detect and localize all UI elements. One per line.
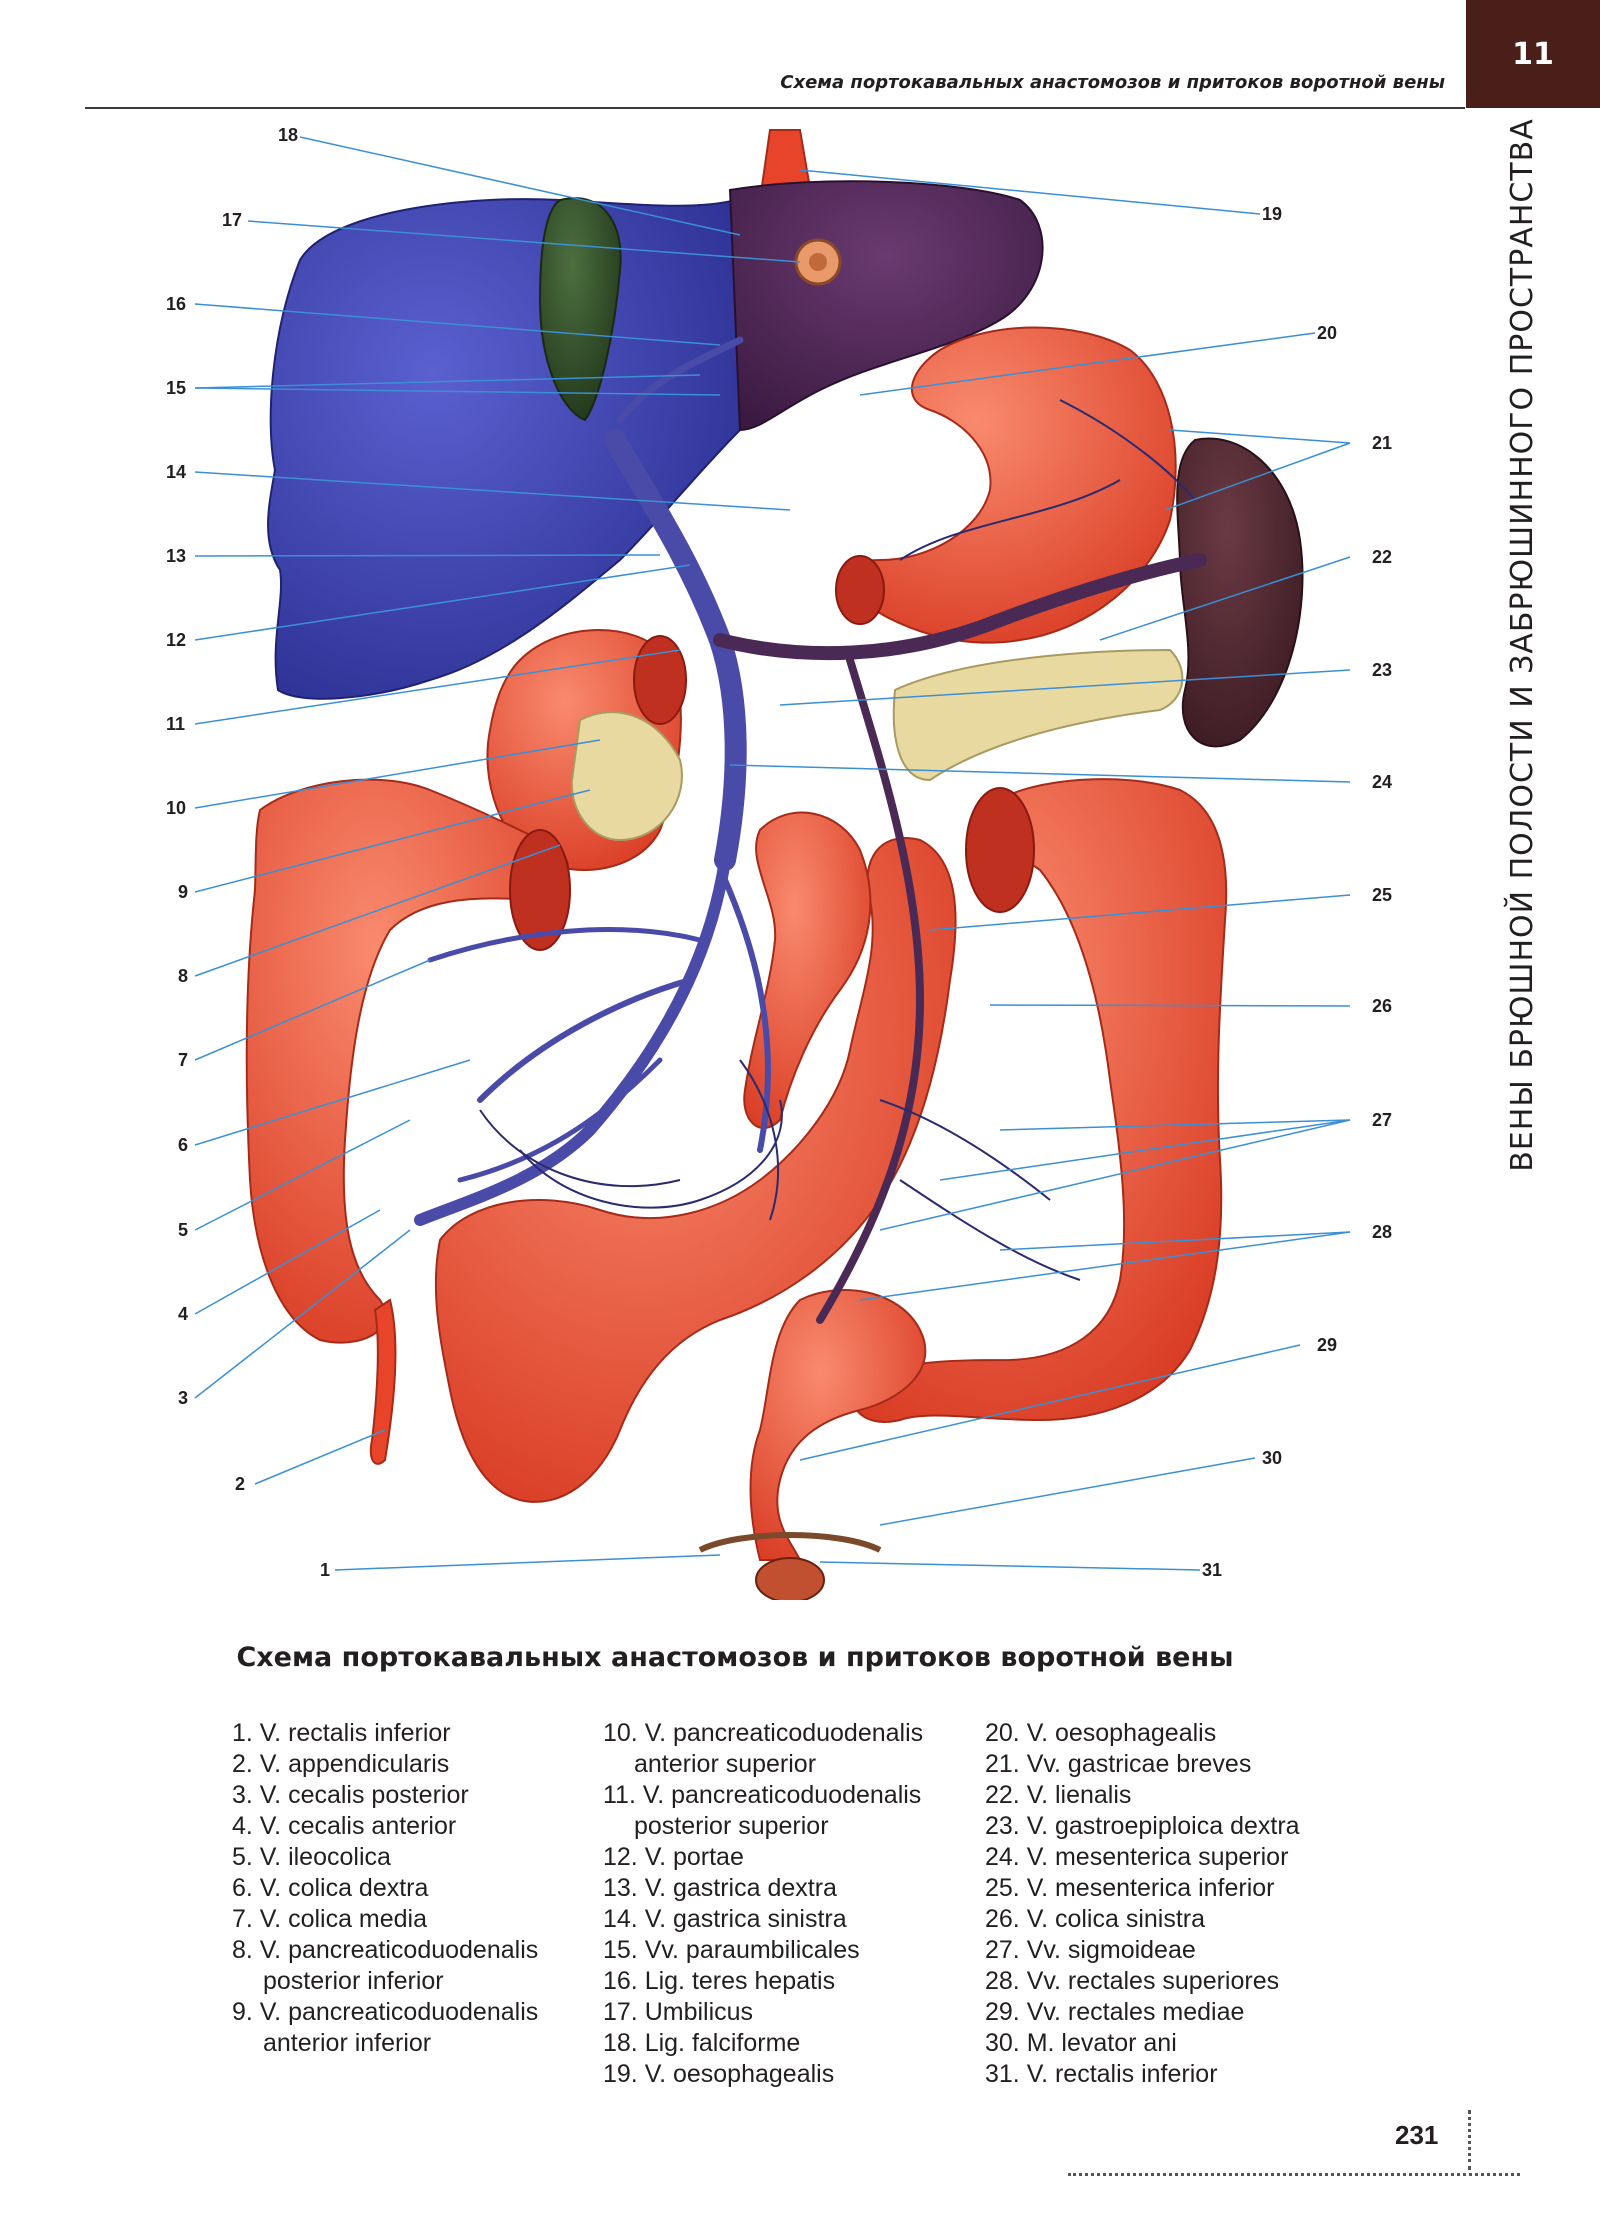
legend-item-continuation: posterior superior: [634, 1812, 829, 1840]
legend-item: 13. V. gastrica dextra: [603, 1874, 837, 1902]
legend-item-continuation: anterior superior: [634, 1750, 817, 1778]
appendix: [369, 1298, 397, 1465]
legend-item: 2. V. appendicularis: [232, 1750, 450, 1778]
legend-item: 20. V. oesophagealis: [985, 1719, 1217, 1747]
legend-item: 21. Vv. gastricae breves: [985, 1750, 1252, 1778]
legend-item: 11. V. pancreaticoduodenalis: [603, 1781, 922, 1809]
legend-item: 15. Vv. paraumbilicales: [603, 1936, 860, 1964]
legend-item: 9. V. pancreaticoduodenalis: [232, 1998, 539, 2026]
legend-column-2: 10. V. pancreaticoduodenalis anterior su…: [603, 1718, 923, 2090]
side-title: ВЕНЫ БРЮШНОЙ ПОЛОСТИ И ЗАБРЮШИННОГО ПРОС…: [1505, 118, 1540, 1172]
callout-23: 23: [1372, 660, 1393, 680]
small-intestine: [434, 837, 957, 1503]
callout-5: 5: [178, 1220, 189, 1240]
duodenum-opening: [633, 635, 687, 725]
callout-29: 29: [1317, 1335, 1338, 1355]
anus: [755, 1557, 825, 1600]
callout-18: 18: [278, 125, 299, 145]
legend-item: 14. V. gastrica sinistra: [603, 1905, 847, 1933]
legend-item: 5. V. ileocolica: [232, 1843, 391, 1871]
legend-item: 18. Lig. falciforme: [603, 2029, 801, 2057]
callout-13: 13: [166, 546, 187, 566]
legend-item: 30. M. levator ani: [985, 2029, 1177, 2057]
callout-30: 30: [1262, 1448, 1283, 1468]
legend-item: 27. Vv. sigmoideae: [985, 1936, 1196, 1964]
legend-item: 31. V. rectalis inferior: [985, 2060, 1218, 2088]
callout-6: 6: [178, 1135, 189, 1155]
legend-item: 8. V. pancreaticoduodenalis: [232, 1936, 539, 1964]
callout-24: 24: [1372, 772, 1393, 792]
legend-item: 3. V. cecalis posterior: [232, 1781, 469, 1809]
callout-10: 10: [166, 798, 187, 818]
legend-item: 23. V. gastroepiploica dextra: [985, 1812, 1300, 1840]
spleen: [1176, 437, 1304, 748]
transverse-colon-cut-right: [509, 829, 571, 951]
legend-item: 16. Lig. teres hepatis: [603, 1967, 836, 1995]
callout-16: 16: [166, 294, 187, 314]
legend-item: 10. V. pancreaticoduodenalis: [603, 1719, 924, 1747]
legend-column-1: 1. V. rectalis inferior 2. V. appendicul…: [232, 1718, 538, 2059]
legend-item: 6. V. colica dextra: [232, 1874, 429, 1902]
transverse-colon-cut-left: [965, 787, 1035, 913]
legend-item: 17. Umbilicus: [603, 1998, 754, 2026]
page-divider-horizontal: [1068, 2173, 1520, 2176]
pancreas: [892, 648, 1184, 782]
callout-17: 17: [222, 210, 243, 230]
legend-item: 26. V. colica sinistra: [985, 1905, 1206, 1933]
callout-20: 20: [1317, 323, 1338, 343]
callout-21: 21: [1372, 433, 1393, 453]
callout-25: 25: [1372, 885, 1393, 905]
gallbladder: [538, 197, 622, 422]
pancreas-head: [570, 711, 683, 842]
callout-14: 14: [166, 462, 187, 482]
legend-item: 7. V. colica media: [232, 1905, 428, 1933]
figure-caption: Схема портокавальных анастомозов и прито…: [236, 1642, 1234, 1673]
anatomy-illustration: [194, 129, 1351, 1600]
legend-item: 4. V. cecalis anterior: [232, 1812, 457, 1840]
legend-item: 1. V. rectalis inferior: [232, 1719, 451, 1747]
legend-item: 12. V. portae: [603, 1843, 744, 1871]
callout-27: 27: [1372, 1110, 1393, 1130]
page-number: 231: [1395, 2120, 1439, 2150]
callout-8: 8: [178, 966, 189, 986]
colon-ascending: [245, 778, 570, 1344]
sigmoid-colon: [749, 1289, 927, 1561]
legend-item: 29. Vv. rectales mediae: [985, 1998, 1245, 2026]
superior-mesenteric-vein: [414, 854, 731, 1226]
callout-28: 28: [1372, 1222, 1393, 1242]
callout-19: 19: [1262, 204, 1283, 224]
legend-item: 19. V. oesophagealis: [603, 2060, 835, 2088]
callout-9: 9: [178, 882, 189, 902]
inferior-mesenteric-vein: [816, 656, 925, 1324]
colon-descending: [851, 778, 1228, 1423]
levator-ani: [698, 1532, 882, 1553]
callout-7: 7: [178, 1050, 189, 1070]
callout-22: 22: [1372, 547, 1393, 567]
header-rule: [85, 107, 1465, 109]
callout-2: 2: [235, 1474, 246, 1494]
stomach-opening: [835, 555, 885, 625]
splenic-vein: [713, 553, 1207, 661]
legend-item: 24. V. mesenterica superior: [985, 1843, 1289, 1871]
callout-15: 15: [166, 378, 187, 398]
callout-11: 11: [166, 714, 186, 734]
legend-item: 22. V. lienalis: [985, 1781, 1132, 1809]
legend-column-3: 20. V. oesophagealis 21. Vv. gastricae b…: [985, 1718, 1300, 2090]
legend-item-continuation: posterior inferior: [263, 1967, 444, 1995]
legend-item: 25. V. mesenterica inferior: [985, 1874, 1275, 1902]
chapter-number: 11: [1512, 36, 1554, 72]
page-divider-vertical: [1468, 2110, 1471, 2170]
callout-31: 31: [1202, 1560, 1223, 1580]
callout-3: 3: [178, 1388, 189, 1408]
legend-item: 28. Vv. rectales superiores: [985, 1967, 1280, 1995]
callout-26: 26: [1372, 996, 1393, 1016]
chapter-tab: 11: [1466, 0, 1600, 108]
stomach: [841, 326, 1177, 644]
running-title: Схема портокавальных анастомозов и прито…: [780, 72, 1445, 93]
legend-item-continuation: anterior inferior: [263, 2029, 432, 2057]
liver: [267, 198, 742, 700]
callout-4: 4: [178, 1304, 189, 1324]
callout-12: 12: [166, 630, 187, 650]
callout-1: 1: [320, 1560, 331, 1580]
